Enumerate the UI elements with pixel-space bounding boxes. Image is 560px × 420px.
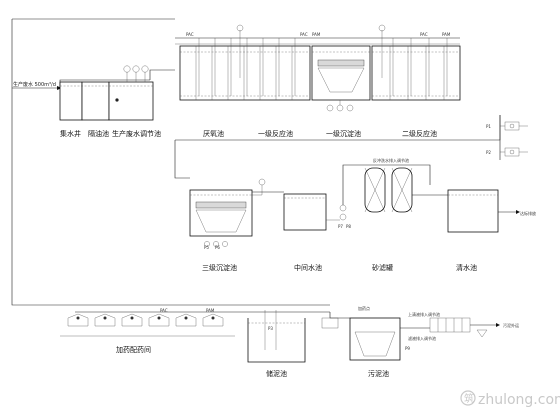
pump-tag: P2 (486, 150, 491, 155)
unit-label-collection-well: 集水井 (60, 129, 81, 138)
backwash-note: 反冲洗水排入调节池 (373, 157, 409, 163)
dosing-note: 加药点 (358, 305, 370, 311)
chem-tag: PAM (206, 308, 215, 313)
pump-tag: P7 (338, 224, 343, 229)
unit-label-clean-water: 清水池 (456, 263, 477, 272)
watermark: 筑 zhulong.com (460, 390, 560, 408)
unit-label-primary-aerobic: 一级反应池 (258, 129, 293, 138)
chem-tag: PAC (420, 32, 428, 37)
unit-label-equalization: 生产废水调节池 (112, 129, 161, 138)
pump-tag: P5 (204, 245, 209, 250)
watermark-text: zhulong.com (478, 392, 560, 408)
pump-tag: P6 (215, 245, 220, 250)
pump-tag: P1 (486, 124, 491, 129)
row2-tanks (189, 164, 520, 247)
pump-tag: P8 (346, 224, 351, 229)
chem-tag: PAC (160, 308, 168, 313)
dosing-room: PAC PAM (60, 308, 235, 337)
row3-labels: 加药配药间 储泥池 污泥池 (116, 345, 389, 378)
blower-group: P1 P2 (486, 115, 528, 160)
chem-tag: PAM (312, 32, 321, 37)
pump-tag: P3 (268, 326, 273, 331)
row1-tanks (59, 24, 461, 121)
chem-tag: PAM (442, 32, 451, 37)
filtrate-note: 滤液排入调节池 (408, 335, 436, 341)
unit-label-thickener: 污泥池 (368, 369, 389, 378)
chem-drum-5 (202, 313, 224, 327)
sludge-out-note: 污泥外运 (503, 322, 519, 328)
row1-labels: 集水井 隔油池 生产废水调节池 厌氧池 一级反应池 一级沉淀池 二级反应池 (60, 129, 437, 138)
unit-label-anaerobic: 厌氧池 (203, 129, 224, 138)
chem-drum-1 (94, 313, 116, 327)
unit-label-dosing-room: 加药配药间 (116, 345, 151, 354)
unit-label-sludge-tank: 储泥池 (266, 369, 287, 378)
chem-drum-3 (148, 313, 170, 327)
sludge-section: 污泥外运 上清液排入调节池 滤液排入调节池 加药点 P9 P3 (235, 305, 519, 363)
chemical-tags-top: PAC PAC PAM PAC PAM (186, 32, 451, 37)
chem-drum-2 (121, 313, 143, 327)
unit-label-tertiary-settling: 三级沉淀池 (202, 263, 237, 272)
chem-drum-6 (67, 313, 89, 327)
unit-label-intermediate: 中间水池 (294, 263, 322, 272)
unit-label-grease-trap: 隔油池 (88, 129, 109, 138)
unit-label-secondary-aerobic: 二级反应池 (402, 129, 437, 138)
unit-label-primary-settling: 一级沉淀池 (326, 129, 361, 138)
svg-text:筑: 筑 (464, 392, 474, 405)
discharge-note: 达标排放 (520, 210, 536, 216)
chem-tag: PAC (300, 32, 308, 37)
row2-labels: 三级沉淀池 中间水池 砂滤罐 清水池 反冲洗水排入调节池 达标排放 P5 P6 … (202, 157, 536, 272)
pump-tag: P9 (405, 346, 410, 351)
chem-drum-4 (175, 313, 197, 327)
chem-tag: PAC (186, 32, 194, 37)
influent-flow-label: 生产废水 500m³/d (13, 81, 56, 88)
supernatant-note: 上清液排入调节池 (408, 311, 440, 317)
unit-label-sand-filter: 砂滤罐 (372, 263, 393, 272)
